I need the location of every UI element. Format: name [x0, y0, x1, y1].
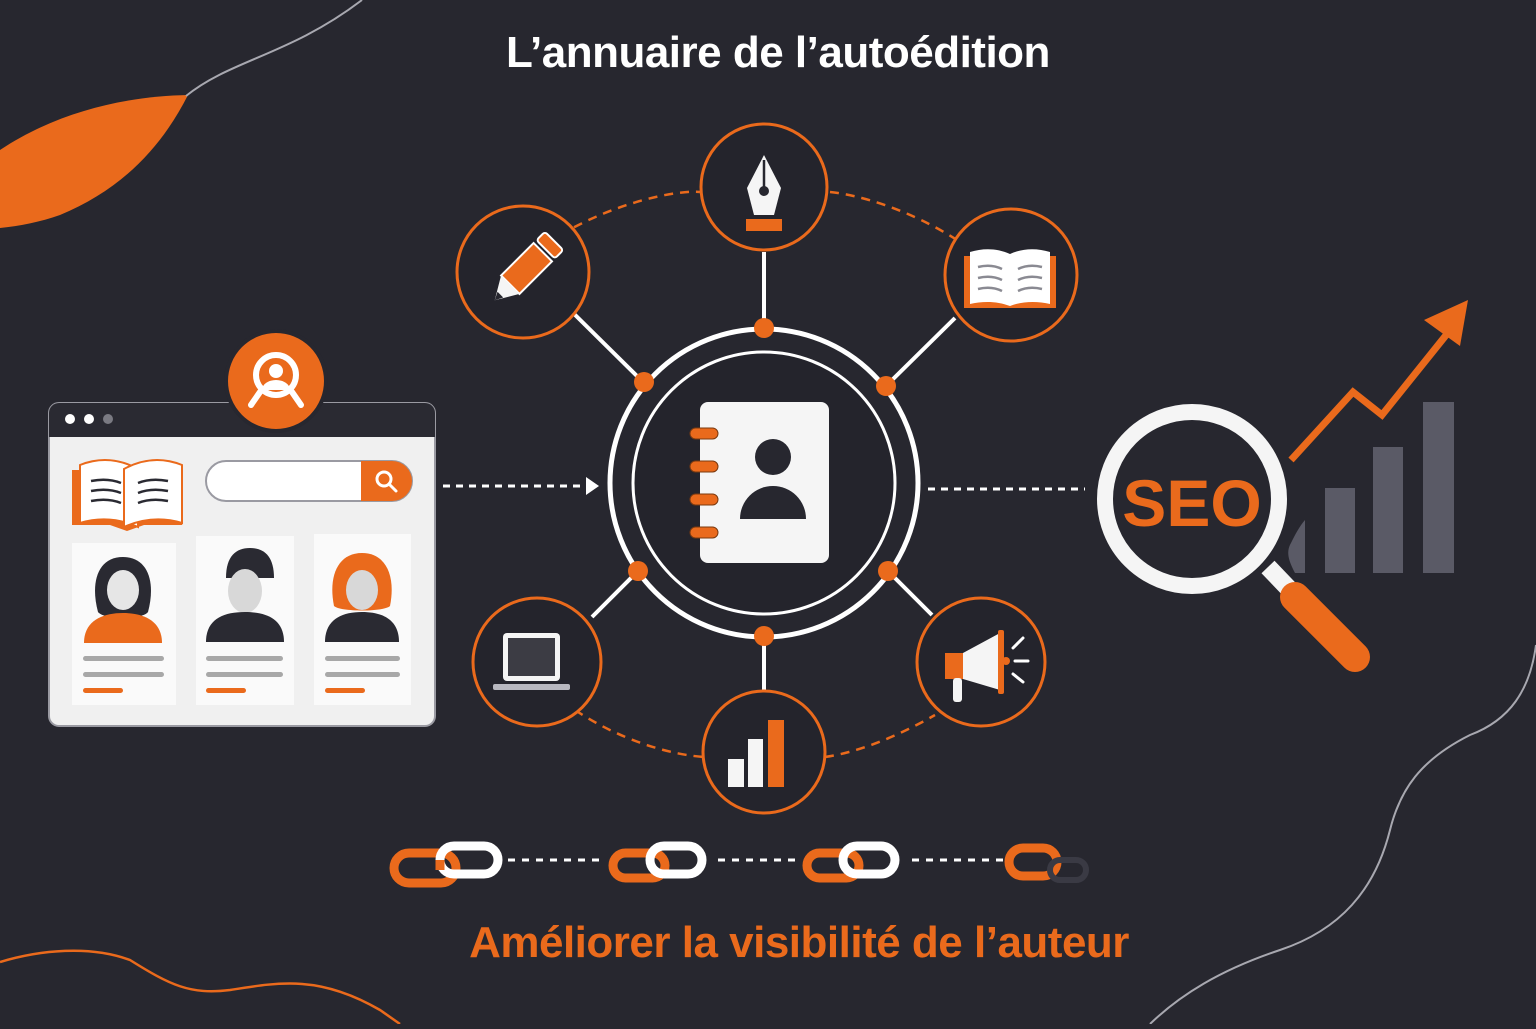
- chain-link-icon: [608, 841, 707, 883]
- chain-link-icon: [802, 841, 900, 883]
- hub-network: [558, 190, 958, 759]
- satellite-bar-chart[interactable]: [701, 689, 827, 815]
- pencil-icon: [494, 231, 564, 301]
- seo-label: SEO: [1122, 466, 1261, 540]
- open-book-icon: [72, 459, 183, 531]
- search-icon: [375, 470, 398, 493]
- satellite-pencil[interactable]: [455, 204, 591, 340]
- bottom-left-orange-curve: [0, 949, 401, 1026]
- man-avatar-icon: [226, 548, 274, 578]
- page-title: L’annuaire de l’autoédition: [506, 28, 1050, 77]
- user-search-icon: [248, 352, 304, 408]
- page-subtitle: Améliorer la visibilité de l’auteur: [469, 918, 1129, 967]
- trend-up-arrow-icon: [1288, 300, 1468, 463]
- satellite-laptop[interactable]: [471, 596, 603, 728]
- satellite-fountain-pen[interactable]: [699, 122, 829, 252]
- profile-card[interactable]: [314, 534, 411, 705]
- search-button[interactable]: [361, 461, 412, 501]
- connector-arrow: [443, 477, 599, 495]
- address-book-icon[interactable]: [689, 402, 829, 563]
- orange-leaf-shape: [0, 95, 188, 228]
- seo-bar-chart: [1288, 402, 1454, 573]
- window-dots: [65, 414, 113, 424]
- profile-card[interactable]: [72, 543, 176, 705]
- user-search-badge[interactable]: [224, 329, 328, 433]
- fountain-pen-icon: [746, 155, 782, 231]
- directory-window: [48, 329, 436, 727]
- laptop-icon: [493, 633, 570, 690]
- megaphone-icon: [945, 630, 1030, 702]
- seo-graphic: SEO: [1097, 300, 1468, 672]
- window-dot: [65, 414, 75, 424]
- satellite-book[interactable]: [943, 207, 1079, 343]
- window-dot: [103, 414, 113, 424]
- chain-link-icon: [389, 841, 503, 888]
- links-chain: [389, 841, 1089, 888]
- profile-card[interactable]: [196, 536, 294, 705]
- top-curve-line: [185, 0, 363, 97]
- right-curve-line: [1149, 644, 1536, 1025]
- open-book-icon: [964, 249, 1056, 308]
- magnifier-icon: [1097, 404, 1370, 672]
- bar-chart-icon: [728, 720, 784, 787]
- window-dot: [84, 414, 94, 424]
- satellite-megaphone[interactable]: [915, 596, 1047, 728]
- directory-search-bar[interactable]: [205, 460, 413, 502]
- chain-link-icon: [1004, 843, 1089, 883]
